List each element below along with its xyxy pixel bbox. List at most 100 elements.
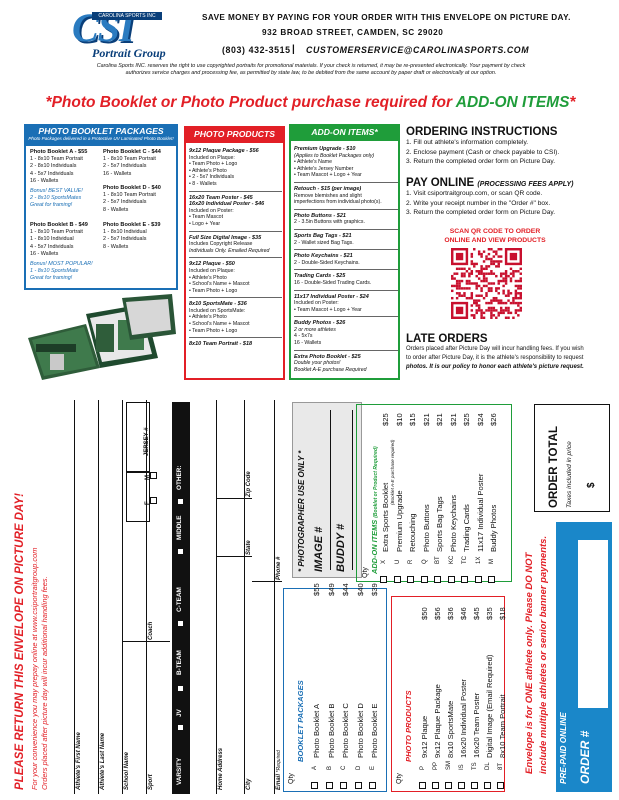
city-label: City: [246, 778, 252, 790]
product-row-qty-box[interactable]: [484, 782, 491, 789]
product-row-name: 16x20 Individual Poster: [459, 679, 468, 758]
team-other-label: OTHER:: [176, 465, 183, 491]
product-row-qty-box[interactable]: [497, 782, 504, 789]
home-address-field[interactable]: [216, 400, 217, 794]
product-row-name: 16x20 Team Poster: [472, 692, 481, 758]
addon-items-list: Premium Upgrade - $10 (Applies to Bookle…: [294, 146, 398, 373]
product-row-qty-box[interactable]: [471, 782, 478, 789]
school-field[interactable]: [122, 400, 123, 794]
coach-divider: [122, 641, 170, 642]
addon-row-code: TC: [462, 556, 468, 564]
header-address: 932 BROAD STREET, CAMDEN, SC 29020: [262, 28, 444, 37]
addon-row-qty-box[interactable]: [407, 576, 414, 583]
gender-f-checkbox[interactable]: [150, 497, 157, 504]
product-row-name: 9x12 Plaque Package: [433, 684, 442, 758]
booklet-row-qty-box[interactable]: [311, 782, 318, 789]
order-total-label: ORDER TOTAL: [548, 426, 560, 508]
zip-divider: [216, 498, 252, 499]
late-fee-notice: Orders placed after picture day will inc…: [40, 576, 49, 790]
state-divider: [216, 556, 252, 557]
addon-row-qty-box[interactable]: [447, 576, 455, 583]
addon-row-price: $10: [394, 413, 404, 426]
sport-field[interactable]: [146, 400, 147, 794]
booklet-row-price: $39: [370, 583, 379, 596]
team-cteam-label: C-TEAM: [176, 587, 183, 612]
coach-label: Coach: [148, 621, 154, 640]
buddy-number-field[interactable]: [352, 410, 353, 570]
product-row-qty-box[interactable]: [445, 782, 452, 789]
booklet-row-qty-box[interactable]: [354, 782, 362, 789]
addon-row-name: Photo Buttons: [421, 504, 431, 552]
last-name-field[interactable]: [98, 400, 99, 794]
order-number-field[interactable]: [578, 540, 608, 708]
booklet-row-qty-box[interactable]: [325, 782, 333, 789]
header-email[interactable]: CUSTOMERSERVICE@CAROLINASPORTS.COM: [306, 45, 530, 55]
jersey-label: JERSEY #: [144, 427, 150, 456]
addon-row-qty-box[interactable]: [420, 576, 428, 583]
phone-label: Phone #: [276, 556, 282, 580]
product-row-qty-box[interactable]: [432, 782, 439, 789]
product-row-qty-box[interactable]: [458, 782, 465, 789]
product-row-code: IS: [459, 764, 465, 770]
booklet-row-name: Photo Booklet B: [326, 703, 336, 758]
booklet-row-name: Photo Booklet C: [341, 703, 350, 758]
product-row-price: $18: [498, 607, 507, 620]
addon-row-price: $15: [408, 413, 417, 426]
qr-code-icon[interactable]: [451, 248, 522, 319]
product-row-qty-box[interactable]: [419, 782, 426, 789]
product-order-box: [391, 596, 505, 792]
gender-m-checkbox[interactable]: [150, 472, 157, 479]
team-varsity-checkbox[interactable]: [177, 724, 184, 731]
requirement-banner: *Photo Booklet or Photo Product purchase…: [45, 94, 576, 111]
booklet-row-qty-box[interactable]: [340, 782, 347, 789]
team-bteam-checkbox[interactable]: [177, 620, 184, 627]
product-row-price: $46: [459, 607, 468, 620]
team-middle-checkbox[interactable]: [177, 498, 184, 505]
addon-row-qty-box[interactable]: [434, 576, 441, 583]
image-number-field[interactable]: [330, 410, 331, 570]
addon-row-name: Extra Sports Booklet: [381, 482, 390, 552]
addon-row-qty-box[interactable]: [393, 576, 401, 583]
prepay-notice: For your convenience you may prepay onli…: [30, 547, 39, 790]
team-jv-checkbox[interactable]: [177, 685, 184, 692]
booklet-row-name: Photo Booklet A: [312, 703, 321, 758]
addon-row-name: 11x17 Individual Poster: [475, 473, 485, 552]
team-middle-label: MIDDLE: [176, 515, 183, 541]
booklet-row-qty-box[interactable]: [369, 782, 376, 789]
addon-order-title: ADD-ON ITEMS (Booklet or Product Require…: [370, 446, 379, 574]
booklet-order-title: BOOKLET PACKAGES: [296, 680, 305, 762]
addon-row-qty-box[interactable]: [461, 576, 468, 583]
taxes-note: Taxes included in price: [566, 441, 573, 508]
logo-subtitle: Portrait Group: [92, 46, 166, 60]
disclaimer: Carolina Sports INC. reserves the right …: [96, 63, 526, 76]
addon-row-qty-box[interactable]: [474, 576, 482, 583]
addon-row-code: BT: [435, 556, 441, 564]
pay-online: PAY ONLINE (PROCESSING FEES APPLY) 1. Vi…: [406, 177, 574, 216]
addon-row-qty-box[interactable]: [380, 576, 387, 583]
order-total-box[interactable]: [534, 404, 610, 512]
team-cteam-checkbox[interactable]: [177, 548, 184, 555]
city-field[interactable]: [244, 400, 245, 794]
booklet-row-price: $44: [341, 583, 350, 596]
booklet-row-code: C: [341, 765, 347, 770]
addon-row-name: Sports Bag Tags: [435, 496, 444, 552]
addon-row-qty-box[interactable]: [488, 576, 495, 583]
booklet-qty-label: Qty: [288, 773, 295, 784]
addon-row-name: Retouching: [408, 513, 417, 552]
first-name-field[interactable]: [74, 400, 75, 794]
addon-row-price: $26: [489, 413, 498, 426]
product-order-title: PHOTO PRODUCTS: [404, 690, 413, 762]
phone-divider: [252, 581, 282, 582]
image-number-label: IMAGE #: [313, 526, 325, 572]
addon-order-box: [356, 404, 512, 582]
email-field[interactable]: [274, 400, 275, 794]
addon-row-price: $25: [381, 413, 390, 426]
gender-box: [126, 472, 150, 522]
product-row-price: $50: [420, 607, 429, 620]
ordering-instructions: ORDERING INSTRUCTIONS 1. Fill out athlet…: [406, 126, 560, 165]
product-row-name: 8x10 SportsMate: [446, 700, 455, 758]
product-row-code: TS: [472, 762, 478, 770]
jersey-number-field[interactable]: [126, 402, 150, 472]
product-row-name: Digital Image (Email Required): [485, 654, 494, 758]
addon-row-code: 1X: [475, 556, 482, 564]
